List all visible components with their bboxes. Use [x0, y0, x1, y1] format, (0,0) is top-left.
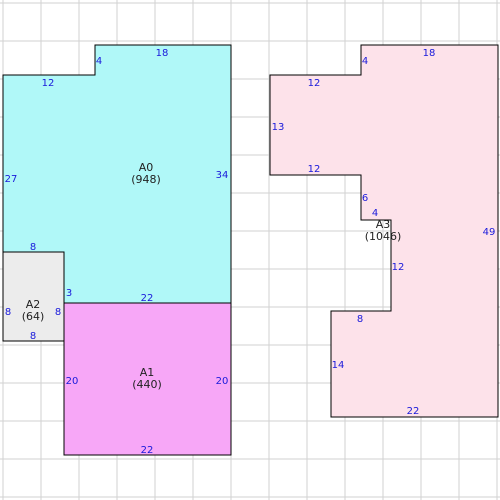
region-A2-area: (64): [22, 310, 45, 323]
dim-label: 4: [96, 56, 102, 67]
dim-label: 13: [272, 122, 285, 133]
region-A1-name: A1: [140, 366, 155, 379]
dim-label: 22: [141, 293, 154, 304]
region-A1-shape: [63, 302, 232, 456]
region-A3-area: (1046): [365, 230, 402, 243]
region-A2-shape: [2, 251, 65, 342]
dim-label: 8: [55, 307, 61, 318]
dim-label: 20: [66, 376, 79, 387]
dim-label: 8: [30, 331, 36, 342]
dim-label: 8: [30, 242, 36, 253]
region-A1-area: (440): [132, 378, 162, 391]
dim-label: 8: [357, 314, 363, 325]
region-A3-name: A3: [376, 218, 391, 231]
region-A2-name: A2: [26, 298, 41, 311]
dim-label: 22: [407, 406, 420, 417]
dim-label: 6: [362, 193, 368, 204]
dim-label: 3: [66, 288, 72, 299]
dim-label: 22: [141, 445, 154, 456]
dim-label: 12: [308, 164, 321, 175]
dim-label: 34: [216, 170, 229, 181]
dim-label: 8: [5, 307, 11, 318]
region-A3: A3 (1046) 4 18 12 13 12 6 4 49 12 8 14 2…: [269, 44, 499, 418]
dim-label: 12: [392, 262, 405, 273]
dim-label: 18: [423, 48, 436, 59]
dim-label: 49: [483, 227, 496, 238]
dim-label: 4: [372, 208, 378, 219]
dim-label: 4: [362, 56, 368, 67]
dim-label: 18: [156, 48, 169, 59]
dim-label: 12: [42, 78, 55, 89]
dim-label: 14: [332, 360, 345, 371]
region-A2: A2 (64) 8 8 8 8: [2, 242, 65, 342]
dim-label: 12: [308, 78, 321, 89]
region-A0-area: (948): [131, 173, 161, 186]
dim-label: 20: [216, 376, 229, 387]
region-A3-shape: [269, 44, 499, 418]
dim-label: 27: [5, 174, 18, 185]
region-A0-name: A0: [139, 161, 154, 174]
region-A1: A1 (440) 20 20 22: [63, 302, 232, 456]
